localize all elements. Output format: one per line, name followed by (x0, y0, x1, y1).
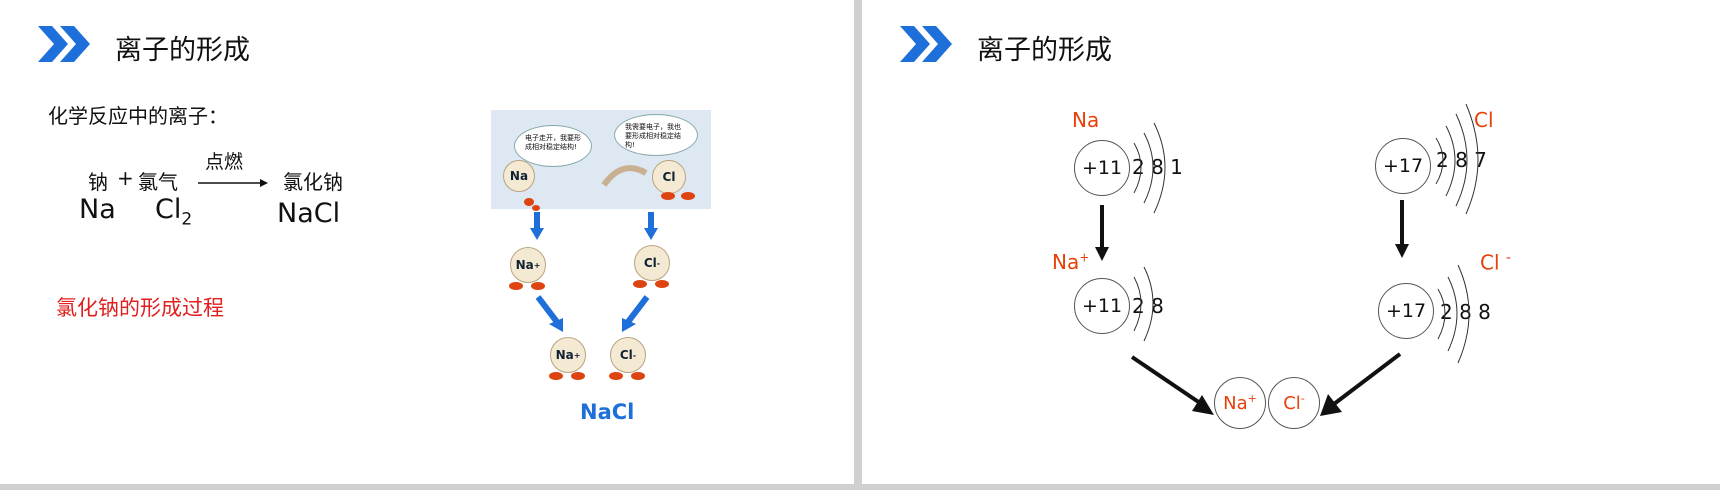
cl-ion-shells: 2 8 8 (1440, 300, 1491, 324)
na-atom-nucleus: +11 (1074, 140, 1130, 196)
reactant2-cn: 氯气 (138, 170, 178, 194)
product-cl-character: Cl- (610, 337, 646, 373)
product-label: NaCl (580, 400, 635, 424)
cl-ion-nucleus: +17 (1378, 283, 1434, 339)
cl-atom-nucleus: +17 (1375, 138, 1431, 194)
speech-bubble-left: 电子走开，我要形成相对稳定结构! (514, 125, 592, 167)
caption: 氯化钠的形成过程 (56, 296, 224, 320)
red-feet-icon (549, 372, 645, 380)
combine-arrow-right (1320, 352, 1402, 416)
down-arrow-icon (1395, 200, 1409, 258)
down-arrow-icon (530, 212, 544, 240)
na-ion-shell-arcs (1133, 266, 1154, 342)
reactant1-cn: 钠 (88, 170, 108, 194)
red-feet-icon (661, 192, 695, 200)
speech-bubble-right: 我需要电子，我也要形成相对稳定结构! (614, 114, 698, 156)
slide-right: 离子的形成 Na +11 2 8 1 Na+ +11 2 8 Cl +17 2 … (862, 0, 1720, 484)
red-feet-icon (633, 280, 669, 288)
na-ion-label: Na+ (1052, 250, 1090, 274)
cl-ion-shell-arcs (1437, 264, 1470, 364)
plus-sign: + (117, 166, 134, 190)
down-arrow-icon (1095, 205, 1109, 261)
red-feet-icon (524, 198, 540, 211)
ion-na-character: Na+ (510, 247, 546, 283)
slide-left: 离子的形成 化学反应中的离子： 钠 + 氯气 点燃 氯化钠 Na Cl2 NaC… (0, 0, 854, 484)
cl-atom-label: Cl (1474, 108, 1494, 132)
magnet-icon (601, 165, 648, 187)
atom-na-character: Na (503, 160, 535, 192)
na-ion-shells: 2 8 (1132, 294, 1164, 318)
na-atom-shell-arcs (1133, 122, 1166, 214)
double-chevron-icon (38, 26, 90, 62)
ion-cl-character: Cl- (634, 245, 670, 281)
product-cn: 氯化钠 (283, 170, 343, 194)
combine-arrow-left (1130, 355, 1214, 415)
product-na-ion: Na+ (1214, 377, 1266, 429)
na-ion-nucleus: +11 (1074, 278, 1130, 334)
cl-atom-shell-arcs (1435, 103, 1479, 215)
na-atom-label: Na (1072, 108, 1100, 132)
diagonal-arrow-icon (622, 295, 650, 332)
page-title: 离子的形成 (115, 35, 250, 66)
atom-cl-character: Cl (652, 160, 686, 194)
product-na-character: Na+ (550, 337, 586, 373)
reactant1-symbol: Na (79, 194, 116, 225)
cl-ion-label: Cl - (1480, 250, 1511, 275)
diagonal-arrow-icon (535, 295, 563, 332)
page-title: 离子的形成 (977, 35, 1112, 66)
product-cl-ion: Cl- (1268, 377, 1320, 429)
double-chevron-icon (900, 26, 952, 62)
reactant2-symbol: Cl2 (155, 194, 193, 230)
subtitle: 化学反应中的离子： (48, 104, 228, 128)
reaction-condition: 点燃 (205, 151, 244, 173)
reaction-arrow (198, 179, 268, 187)
product-symbol: NaCl (277, 198, 341, 229)
down-arrow-icon (644, 212, 658, 240)
red-feet-icon (509, 282, 545, 290)
